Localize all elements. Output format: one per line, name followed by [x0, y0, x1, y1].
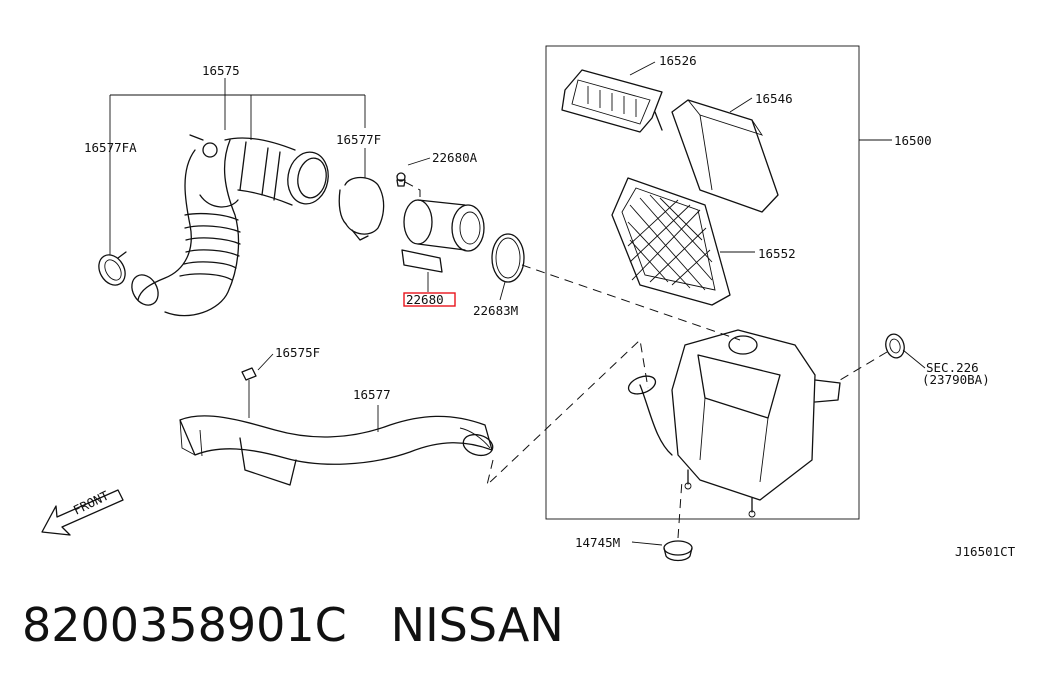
duct-16577	[179, 405, 494, 486]
parts-diagram: 16575 16577FA 16577F 22680A 22680 22683M…	[41, 45, 1016, 562]
callout-16552: 16552	[758, 246, 796, 261]
callout-14745M: 14745M	[575, 535, 620, 550]
grommet-14745M	[631, 479, 693, 562]
brand-name: NISSAN	[390, 598, 564, 652]
leader-16575	[109, 78, 366, 255]
callout-16577FA: 16577FA	[84, 140, 137, 155]
callout-16577F: 16577F	[336, 132, 381, 147]
callout-16500: 16500	[894, 133, 932, 148]
callout-16526: 16526	[659, 53, 697, 68]
part-number: 8200358901C	[22, 598, 347, 652]
callout-16577: 16577	[353, 387, 391, 402]
part-16526	[561, 61, 663, 133]
screw-22680A	[396, 157, 431, 198]
callout-16575F: 16575F	[275, 345, 320, 360]
highlight-box-22680	[403, 292, 456, 307]
filter-16546	[671, 97, 779, 213]
callout-16575: 16575	[202, 63, 240, 78]
callout-22680: 22680	[406, 292, 444, 307]
maf-sensor-22680	[401, 199, 485, 292]
callout-22683M: 22683M	[473, 303, 518, 318]
drawing-code: J16501CT	[955, 544, 1016, 559]
front-arrow-icon	[41, 489, 124, 536]
bolt-16575F	[241, 353, 274, 418]
callout-22680A: 22680A	[432, 150, 478, 165]
flow-line-upper	[521, 264, 741, 341]
o-ring-22683M	[491, 233, 525, 301]
callout-sec226: SEC.226	[926, 360, 979, 375]
intake-hose-16575	[131, 134, 329, 317]
callout-16546: 16546	[755, 91, 793, 106]
clamp-16577F	[338, 148, 385, 241]
flow-line-lower	[486, 338, 649, 487]
front-label: FRONT	[71, 488, 112, 518]
grommet-sec226	[839, 333, 926, 381]
filter-16552	[611, 177, 755, 306]
part-title: 8200358901C NISSAN	[22, 598, 564, 652]
clamp-16577FA	[98, 251, 127, 286]
air-box-lower	[627, 329, 841, 518]
air-cleaner-frame	[545, 45, 860, 520]
callout-sec226-sub: (23790BA)	[922, 372, 990, 387]
